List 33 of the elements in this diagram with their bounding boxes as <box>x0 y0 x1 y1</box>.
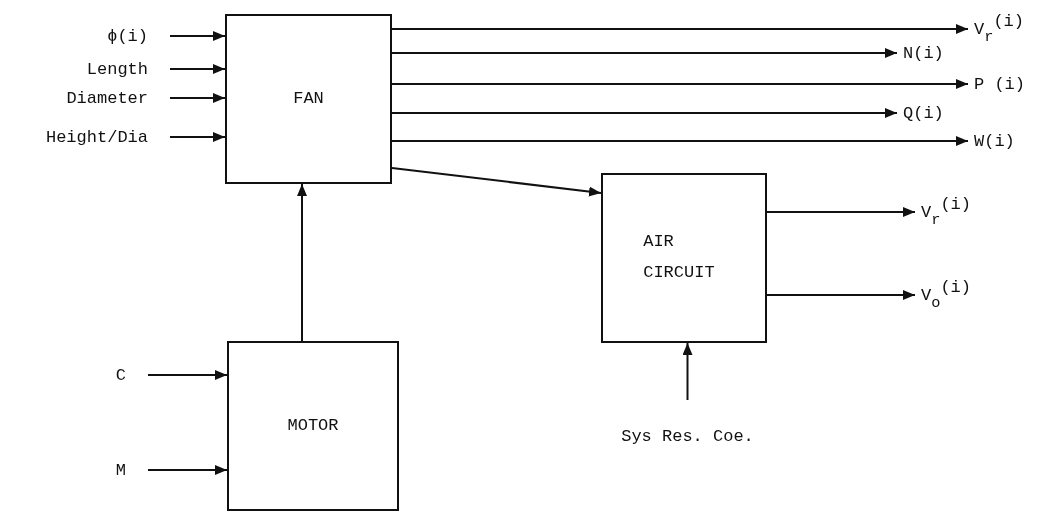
block-label: FAN <box>293 87 324 110</box>
input-label: Diameter <box>66 88 148 108</box>
arrow <box>391 24 969 34</box>
block-label: MOTOR <box>287 414 339 437</box>
arrow <box>766 207 916 217</box>
arrow <box>169 93 226 103</box>
arrow <box>391 167 602 197</box>
input-label: C <box>115 365 126 385</box>
arrow <box>169 31 226 41</box>
arrow <box>682 342 693 401</box>
output-label: N(i) <box>903 43 944 63</box>
process-box <box>227 341 399 511</box>
process-box <box>601 173 767 343</box>
arrow <box>169 132 226 142</box>
arrow <box>297 183 307 342</box>
input-label: M <box>115 460 126 480</box>
input-label: Sys Res. Coe. <box>621 427 754 446</box>
input-label: Height/Dia <box>45 127 148 147</box>
output-label: P (i) <box>974 74 1025 94</box>
arrow <box>391 48 898 58</box>
arrow <box>147 465 228 475</box>
arrow <box>391 108 898 118</box>
output-label: W(i) <box>974 131 1015 151</box>
arrow <box>391 79 969 89</box>
input-label: Length <box>86 59 148 79</box>
arrow <box>169 64 226 74</box>
arrow <box>147 370 228 380</box>
block-label: AIR CIRCUIT <box>643 231 716 284</box>
arrow <box>391 136 969 146</box>
arrow <box>766 290 916 300</box>
output-label: Q(i) <box>903 103 944 123</box>
input-label: ϕ(i) <box>107 26 148 46</box>
process-box <box>225 14 392 184</box>
